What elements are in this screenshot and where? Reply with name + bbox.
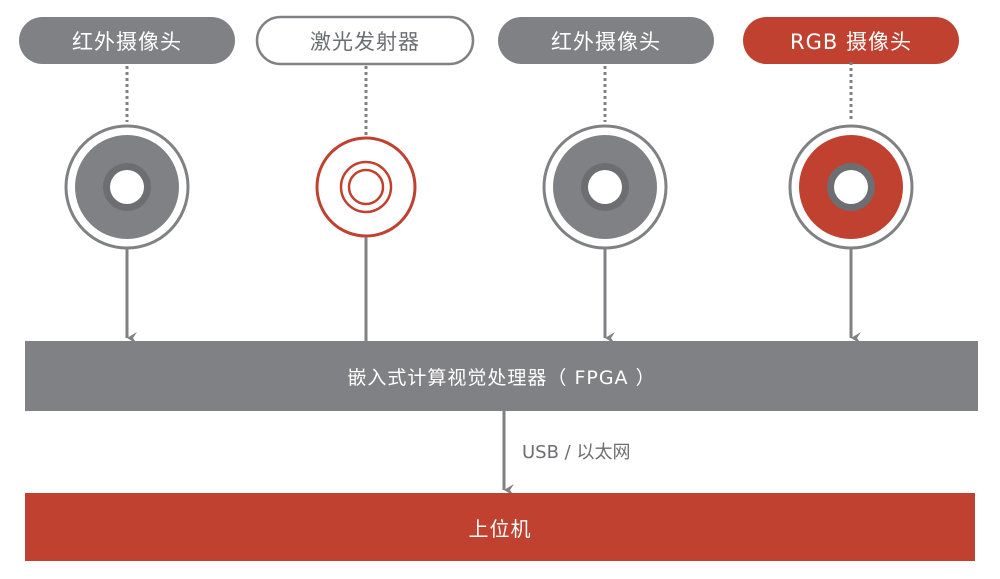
processor-bar [25, 341, 978, 411]
host-bar [25, 493, 975, 561]
camera-lens-icon [64, 124, 190, 250]
rgb-camera-lens-icon [788, 124, 914, 250]
dotted-connectors [125, 62, 853, 136]
laser-emitter-icon [315, 136, 417, 238]
camera-lens-icon [542, 124, 668, 250]
sensor-label-2: 激光发射器 [310, 29, 420, 54]
sensor-pill-3 [498, 17, 714, 64]
sensor-label-4: RGB 摄像头 [790, 29, 912, 54]
sensor-pill-1 [19, 17, 235, 64]
host-label: 上位机 [468, 516, 532, 541]
link-label: USB / 以太网 [522, 442, 631, 463]
processor-label: 嵌入式计算视觉处理器（ FPGA ） [347, 366, 656, 389]
sensor-label-3: 红外摄像头 [551, 29, 661, 54]
arrows [125, 237, 861, 496]
sensor-pill-2 [255, 15, 475, 66]
sensor-pill-4 [743, 17, 959, 64]
sensor-label-1: 红外摄像头 [72, 29, 182, 54]
